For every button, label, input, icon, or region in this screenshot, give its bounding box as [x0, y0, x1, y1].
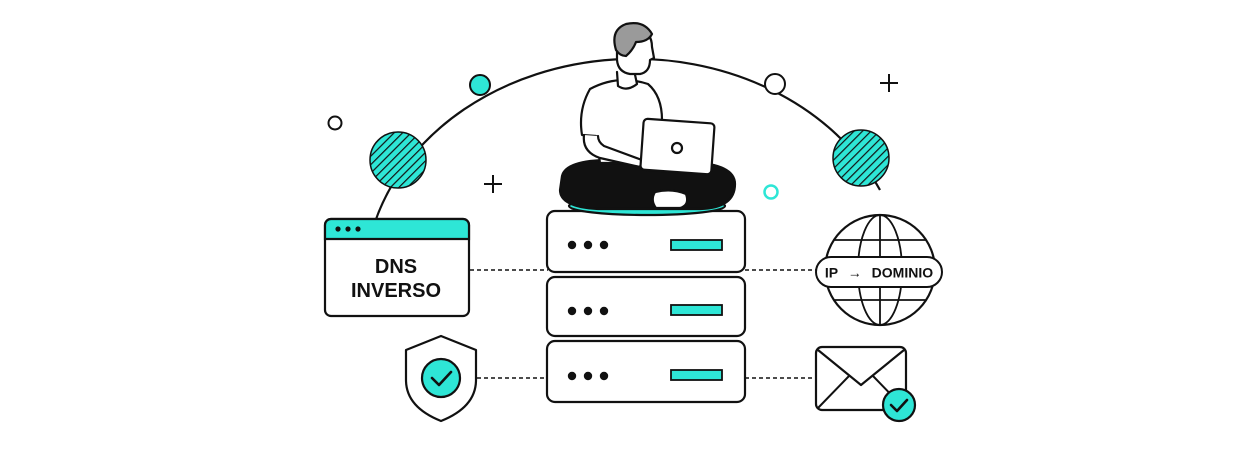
dashed-connectors	[470, 269, 822, 379]
browser-window-icon: DNS INVERSO	[323, 217, 471, 318]
hatched-circle-icon	[369, 131, 427, 189]
svg-text:IP → DOMINIO: IP → DOMINIO	[825, 265, 933, 281]
globe-icon: IP → DOMINIO	[815, 213, 943, 327]
person-with-laptop-icon	[558, 22, 737, 217]
envelope-icon	[814, 345, 908, 412]
server-rack-icon	[545, 209, 747, 404]
plus-sparkle-icon	[484, 175, 502, 193]
window-title-line-2: INVERSO	[351, 280, 441, 302]
shield-check-icon	[404, 334, 478, 423]
plus-sparkle-icon	[880, 74, 898, 92]
badge-from-text: IP	[825, 265, 838, 281]
badge-arrow-text: →	[848, 265, 862, 281]
accent-dot-icon	[469, 74, 491, 96]
check-badge-icon	[881, 387, 917, 423]
hatched-circle-icon	[832, 129, 890, 187]
server-unit-2	[545, 275, 747, 338]
window-title-line-1: DNS	[375, 256, 417, 278]
ip-domain-badge	[815, 256, 943, 288]
open-dot-icon	[764, 73, 786, 95]
server-unit-3	[545, 339, 747, 404]
small-open-dot-icon	[327, 115, 343, 131]
badge-to-text: DOMINIO	[872, 265, 934, 281]
small-accent-dot-icon	[763, 184, 779, 200]
